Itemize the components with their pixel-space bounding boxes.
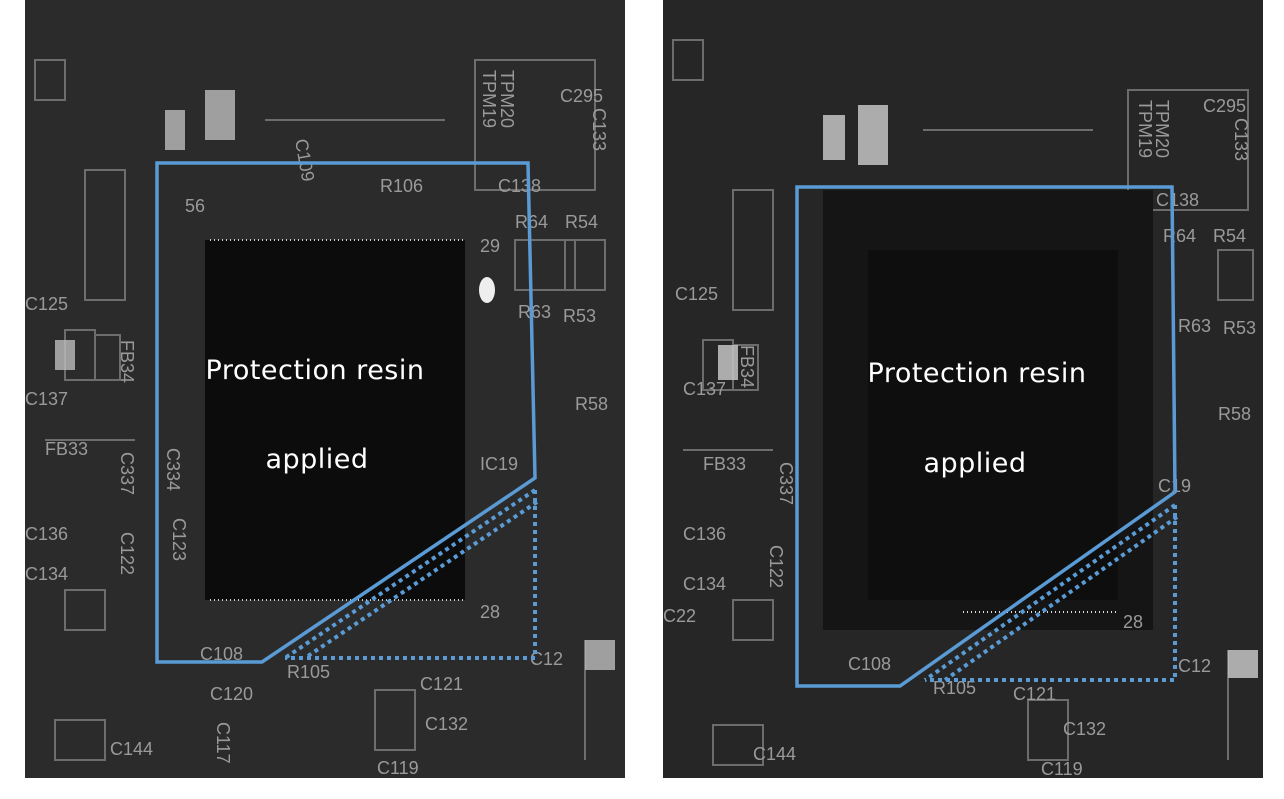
silkscreen-label: C334 <box>163 448 183 491</box>
silkscreen-label: R53 <box>563 306 596 326</box>
silkscreen-label: C125 <box>675 284 718 304</box>
silkscreen-label: R63 <box>1178 316 1211 336</box>
silkscreen-label: C121 <box>420 674 463 694</box>
silkscreen-label: R64 <box>515 212 548 232</box>
silkscreen-label: R58 <box>575 394 608 414</box>
annotation-line2: applied <box>265 444 369 475</box>
annotation-line1: Protection resin <box>867 358 1087 389</box>
silkscreen-label: 28 <box>1123 612 1143 632</box>
silkscreen-label: C133 <box>1231 118 1251 161</box>
pcb-illustration: R106 C109 TPM19 TPM20 C295 C133 C138 R64… <box>25 59 615 778</box>
pcb-photo-after: TPM19 TPM20 C295 C133 C138 R64 R54 R63 R… <box>663 0 1263 778</box>
silkscreen-label: C133 <box>589 108 609 151</box>
silkscreen-label: R105 <box>933 678 976 698</box>
silkscreen-label: C337 <box>117 452 137 495</box>
silkscreen-label: C117 <box>213 722 233 764</box>
pcb-illustration: TPM19 TPM20 C295 C133 C138 R64 R54 R63 R… <box>663 39 1258 778</box>
silkscreen-label: C137 <box>25 389 68 409</box>
resin-area-outline <box>155 161 539 664</box>
silkscreen-label: R105 <box>287 662 330 682</box>
resin-area-outline <box>795 185 1179 688</box>
silkscreen-label: TPM19 <box>1135 100 1155 158</box>
silkscreen-label: C125 <box>25 294 68 314</box>
silkscreen-label: C134 <box>25 564 68 584</box>
silkscreen-label: TPM20 <box>497 70 517 128</box>
silkscreen-label: C22 <box>663 606 696 626</box>
silkscreen-label: C119 <box>377 758 419 778</box>
silkscreen-label: C132 <box>425 714 468 734</box>
silkscreen-label: R54 <box>565 212 598 232</box>
silkscreen-label: C136 <box>25 524 68 544</box>
silkscreen-label: R63 <box>518 302 551 322</box>
silkscreen-label: C134 <box>683 574 726 594</box>
silkscreen-label: 56 <box>185 196 205 216</box>
silkscreen-label: C108 <box>200 644 243 664</box>
silkscreen-label: R106 <box>380 176 423 196</box>
silkscreen-label: FB33 <box>703 454 746 474</box>
silkscreen-label: FB33 <box>45 439 88 459</box>
silkscreen-label: 28 <box>480 602 500 622</box>
silkscreen-label: R58 <box>1218 404 1251 424</box>
silkscreen-label: C122 <box>766 545 786 588</box>
silkscreen-label: C12 <box>1178 656 1211 676</box>
silkscreen-label: C144 <box>753 744 796 764</box>
silkscreen-label: TPM20 <box>1152 100 1172 158</box>
silkscreen-label: C138 <box>1156 190 1199 210</box>
silkscreen-label: C295 <box>560 86 603 106</box>
silkscreen-label: C122 <box>117 532 137 575</box>
silkscreen-label: C120 <box>210 684 253 704</box>
pcb-photo-before: R106 C109 TPM19 TPM20 C295 C133 C138 R64… <box>25 0 625 778</box>
silkscreen-label: C337 <box>776 462 796 505</box>
silkscreen-label: C144 <box>110 739 153 759</box>
silkscreen-label: FB34 <box>117 340 137 383</box>
silkscreen-label: TPM19 <box>479 70 499 128</box>
silkscreen-label: FB34 <box>737 345 757 388</box>
silkscreen-label: C136 <box>683 524 726 544</box>
silkscreen-label: IC19 <box>480 454 518 474</box>
silkscreen-label: C295 <box>1203 96 1246 116</box>
silkscreen-label: 29 <box>480 236 500 256</box>
silkscreen-label: R54 <box>1213 226 1246 246</box>
silkscreen-label: C123 <box>169 518 189 561</box>
silkscreen-label: C132 <box>1063 719 1106 739</box>
silkscreen-label: C121 <box>1013 684 1056 704</box>
silkscreen-label: R53 <box>1223 318 1256 338</box>
silkscreen-label: C119 <box>1041 759 1083 778</box>
annotation-line2: applied <box>923 448 1027 479</box>
annotation-line1: Protection resin <box>205 355 425 386</box>
silkscreen-label: C137 <box>683 379 726 399</box>
silkscreen-label: C12 <box>530 649 563 669</box>
silkscreen-label: C108 <box>848 654 891 674</box>
